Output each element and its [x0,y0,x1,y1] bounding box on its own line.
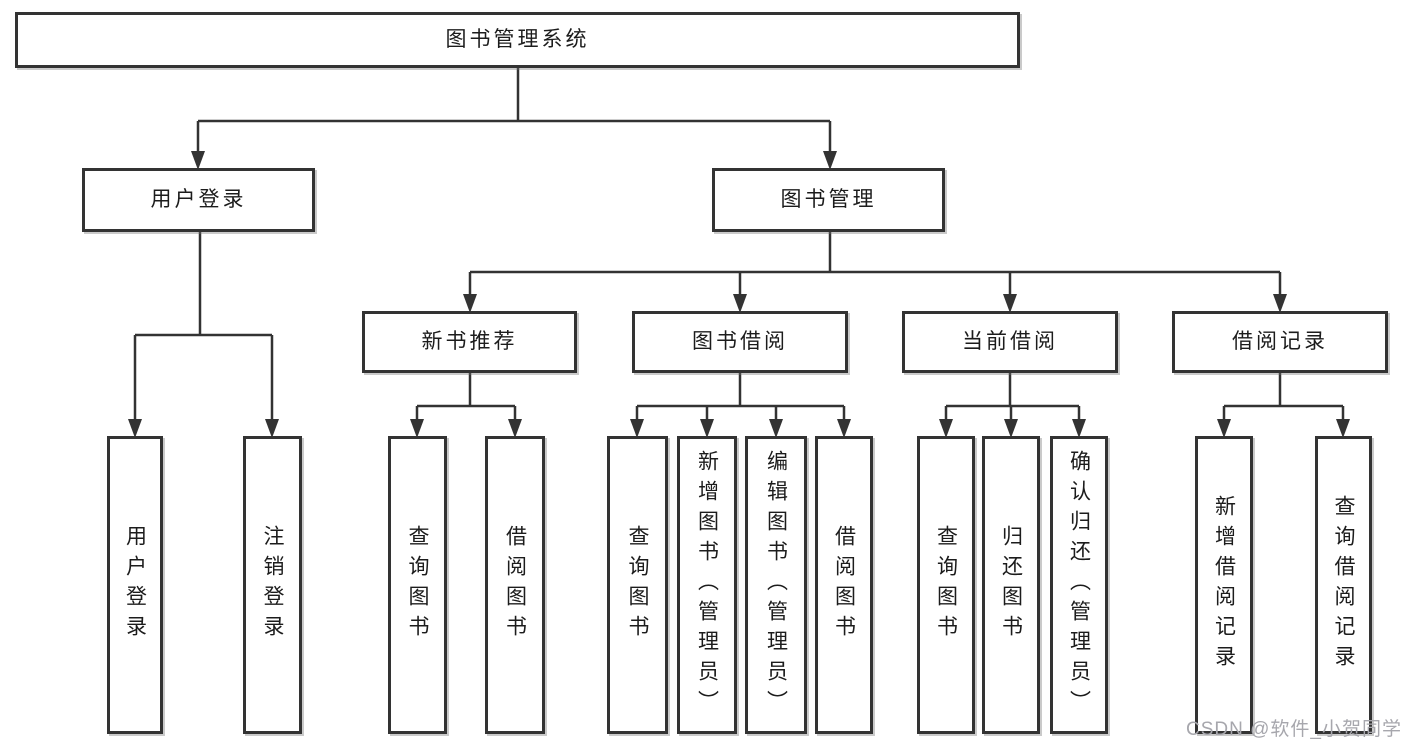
node-user-login: 用户登录 [107,436,163,734]
node-add-borrow-record: 新增借阅记录 [1195,436,1253,734]
node-root: 图书管理系统 [15,12,1020,68]
node-logout: 注销登录 [243,436,302,734]
node-user-login-module: 用户登录 [82,168,315,232]
node-current-borrowing: 当前借阅 [902,311,1118,373]
node-book-borrowing: 图书借阅 [632,311,848,373]
watermark: CSDN @软件_小贺同学 [1186,719,1402,740]
node-query-borrow-record: 查询借阅记录 [1315,436,1372,734]
node-return-books: 归还图书 [982,436,1040,734]
node-query-books-rec: 查询图书 [388,436,447,734]
node-book-management: 图书管理 [712,168,945,232]
node-edit-books-admin: 编辑图书（管理员） [745,436,807,734]
node-borrowing-records: 借阅记录 [1172,311,1388,373]
node-new-book-recommend: 新书推荐 [362,311,577,373]
node-borrow-books: 借阅图书 [815,436,873,734]
node-query-books-borrow: 查询图书 [607,436,668,734]
node-confirm-return-admin: 确认归还（管理员） [1050,436,1108,734]
node-borrow-books-rec: 借阅图书 [485,436,545,734]
node-query-books-current: 查询图书 [917,436,975,734]
node-add-books-admin: 新增图书（管理员） [677,436,737,734]
